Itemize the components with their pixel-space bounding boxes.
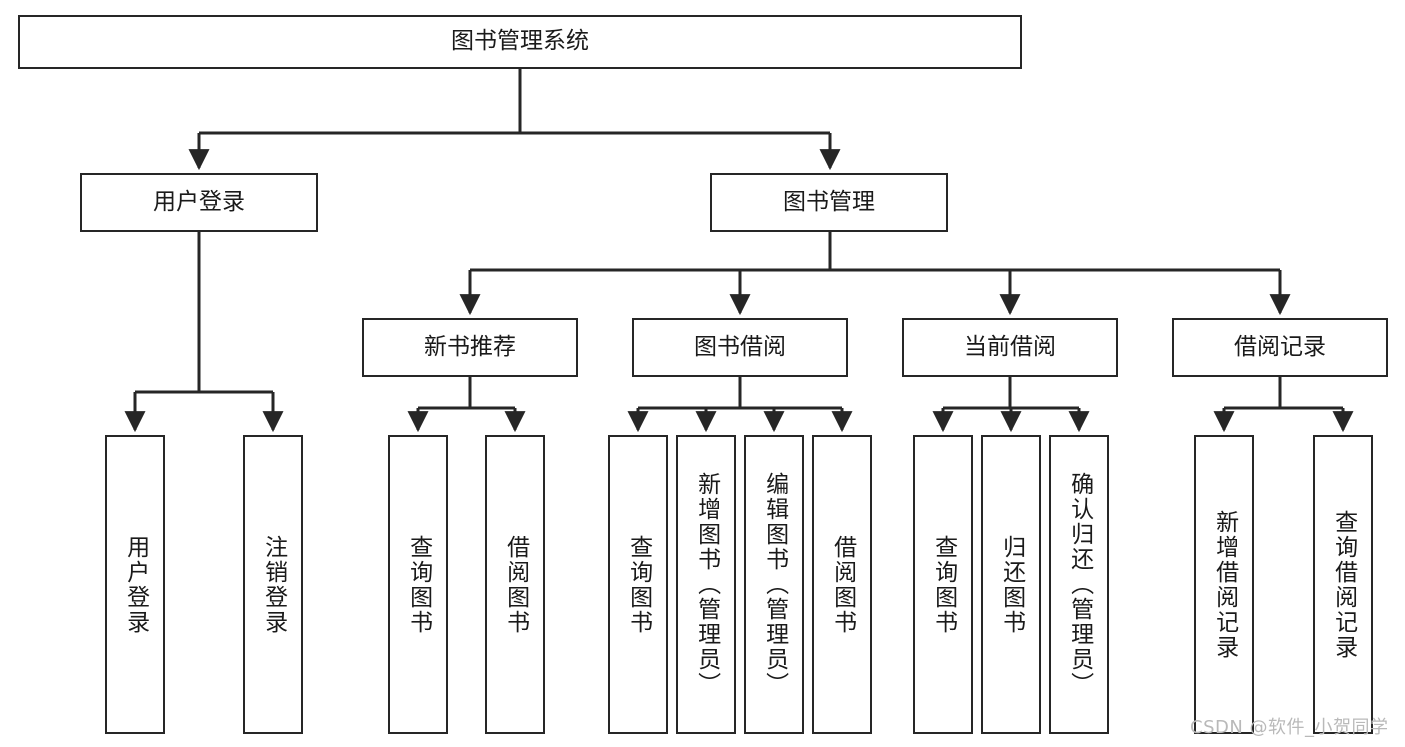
node-new-book-recommend[interactable]: 新书推荐 [362,318,578,377]
node-current-borrow-label: 当前借阅 [964,333,1056,360]
node-root[interactable]: 图书管理系统 [18,15,1022,69]
node-borrow-record[interactable]: 借阅记录 [1172,318,1388,377]
node-leaf-add-borrow-record[interactable]: 新增借阅记录 [1194,435,1254,734]
node-book-borrow-label: 图书借阅 [694,333,786,360]
node-book-management-label: 图书管理 [783,188,875,215]
node-leaf-borrow-book-label: 借阅图书 [829,534,856,635]
node-leaf-logout[interactable]: 注销登录 [243,435,303,734]
node-book-borrow[interactable]: 图书借阅 [632,318,848,377]
node-leaf-user-login[interactable]: 用户登录 [105,435,165,734]
node-leaf-borrow-book[interactable]: 借阅图书 [812,435,872,734]
node-user-login-label: 用户登录 [153,188,245,215]
node-leaf-query-borrow-record[interactable]: 查询借阅记录 [1313,435,1373,734]
node-leaf-edit-book-admin-label: 编辑图书（管理员） [761,472,788,697]
node-borrow-record-label: 借阅记录 [1234,333,1326,360]
node-leaf-borrow-book-recommend[interactable]: 借阅图书 [485,435,545,734]
node-leaf-query-book-current[interactable]: 查询图书 [913,435,973,734]
node-current-borrow[interactable]: 当前借阅 [902,318,1118,377]
node-leaf-query-borrow-record-label: 查询借阅记录 [1330,509,1357,660]
node-leaf-confirm-return-admin[interactable]: 确认归还（管理员） [1049,435,1109,734]
node-new-book-recommend-label: 新书推荐 [424,333,516,360]
node-leaf-user-login-label: 用户登录 [122,534,149,635]
node-root-label: 图书管理系统 [451,28,589,55]
node-leaf-query-book-recommend[interactable]: 查询图书 [388,435,448,734]
node-leaf-query-book-borrow-label: 查询图书 [625,534,652,635]
csdn-watermark: CSDN @软件_小贺同学 [1190,717,1389,738]
node-leaf-add-borrow-record-label: 新增借阅记录 [1211,509,1238,660]
node-leaf-add-book-admin-label: 新增图书（管理员） [693,472,720,697]
node-leaf-query-book-recommend-label: 查询图书 [405,534,432,635]
node-leaf-edit-book-admin[interactable]: 编辑图书（管理员） [744,435,804,734]
node-leaf-query-book-current-label: 查询图书 [930,534,957,635]
node-leaf-borrow-book-recommend-label: 借阅图书 [502,534,529,635]
node-leaf-logout-label: 注销登录 [260,534,287,635]
node-leaf-return-book[interactable]: 归还图书 [981,435,1041,734]
node-leaf-confirm-return-admin-label: 确认归还（管理员） [1066,472,1093,697]
node-user-login[interactable]: 用户登录 [80,173,318,232]
node-leaf-return-book-label: 归还图书 [998,534,1025,635]
node-book-management[interactable]: 图书管理 [710,173,948,232]
node-leaf-add-book-admin[interactable]: 新增图书（管理员） [676,435,736,734]
node-leaf-query-book-borrow[interactable]: 查询图书 [608,435,668,734]
